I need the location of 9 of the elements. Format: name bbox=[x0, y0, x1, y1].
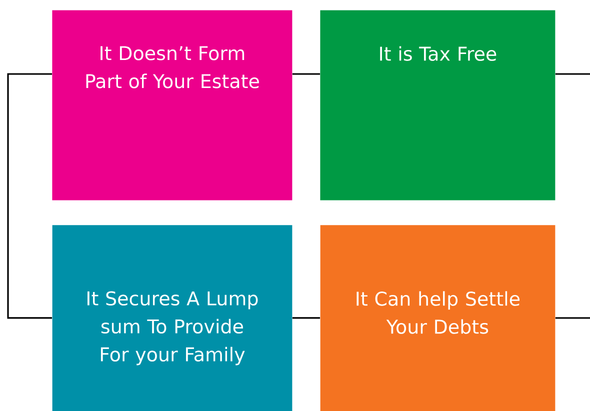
text-box: It Secures A Lump sum To Provide For your Family bbox=[52, 225, 292, 411]
connector-line bbox=[292, 73, 320, 75]
connector-line bbox=[7, 73, 52, 319]
text-box: It is Tax Free bbox=[320, 10, 556, 200]
connector-line bbox=[292, 317, 320, 319]
connector-line bbox=[555, 73, 590, 75]
text-box: It Can help Settle Your Debts bbox=[320, 225, 556, 411]
connector-line bbox=[555, 317, 590, 319]
text-box: It Doesn’t Form Part of Your Estate bbox=[52, 10, 292, 200]
